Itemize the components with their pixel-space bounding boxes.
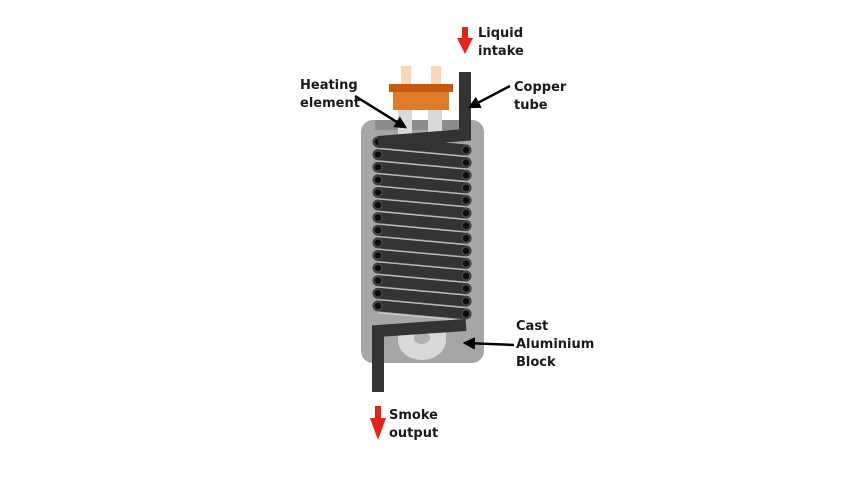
coil-turn	[372, 275, 472, 295]
tube-end-hole	[462, 146, 470, 154]
label-smoke-output: Smoke output	[389, 407, 438, 443]
label-line: Block	[516, 355, 556, 370]
coil-gap-highlight	[377, 161, 467, 171]
tube-end-hole	[374, 201, 382, 209]
label-line: Smoke	[389, 408, 438, 423]
coil-gap-highlight	[377, 299, 467, 309]
label-liquid-intake: Liquid intake	[478, 25, 524, 61]
coil-gap-highlight	[377, 261, 467, 271]
copper-tube-pointer	[467, 84, 511, 109]
coil-turn	[372, 149, 472, 169]
coil-turn	[372, 237, 472, 257]
tube-end-hole	[374, 277, 382, 284]
tube-end-hole	[462, 222, 470, 229]
tube-end-hole	[462, 197, 470, 204]
label-line: tube	[514, 98, 548, 113]
tube-end-hole	[374, 176, 382, 183]
tube-end-hole	[374, 252, 382, 259]
tube-end-hole	[462, 298, 470, 305]
copper-tube-outlet	[372, 319, 467, 392]
tube-end-hole	[374, 164, 382, 171]
smoke-output-arrow	[370, 406, 386, 440]
tube-end-hole	[462, 159, 470, 166]
label-line: element	[300, 96, 360, 111]
coil-gap-highlight	[377, 274, 467, 284]
label-line: Liquid	[478, 26, 524, 41]
coil-turn	[372, 287, 472, 307]
coil-gap-highlight	[377, 198, 467, 208]
coil-gap-highlight	[377, 287, 467, 297]
coil-turn	[372, 161, 472, 181]
aluminium-block-pointer	[462, 337, 515, 350]
coil-turn	[372, 212, 472, 232]
coil-turn	[372, 249, 472, 269]
block-top-band	[375, 120, 470, 130]
coil-turn	[372, 224, 472, 244]
label-line: Aluminium	[516, 337, 595, 352]
tube-end-hole	[374, 264, 382, 272]
connector-cap	[389, 84, 453, 92]
tube-end-hole	[374, 227, 382, 234]
tube-end-hole	[462, 172, 470, 179]
tube-end-hole	[462, 272, 470, 280]
tube-end-hole	[462, 209, 470, 217]
coil-gap-highlight	[377, 236, 467, 246]
tube-end-hole	[374, 302, 382, 309]
tube-end-hole	[462, 310, 470, 317]
tube-end-hole	[374, 214, 382, 221]
tube-end-hole	[462, 235, 470, 242]
tube-end-hole	[462, 247, 470, 254]
label-cast-aluminium-block: Cast Aluminium Block	[516, 318, 594, 372]
coil-turn	[372, 300, 472, 320]
connector-pin-right	[431, 66, 441, 86]
heater-cutout	[398, 330, 446, 360]
connector-pin-left	[401, 66, 411, 86]
coil-gap-highlight	[377, 224, 467, 234]
tube-end-hole	[374, 290, 382, 297]
coil-gap-highlight	[377, 186, 467, 196]
label-line: output	[389, 426, 439, 441]
label-copper-tube: Copper tube	[514, 79, 566, 115]
label-heating-element: Heating element	[300, 77, 360, 113]
label-line: Cast	[516, 319, 549, 334]
label-line: Copper	[514, 80, 567, 95]
coil-turn	[372, 186, 472, 206]
coil-gap-highlight	[377, 211, 467, 221]
coil-gap-highlight	[377, 312, 467, 322]
liquid-intake-arrow	[457, 27, 473, 54]
tube-end-hole	[374, 239, 382, 246]
coil-turn	[372, 262, 472, 282]
tube-end-hole	[462, 285, 470, 292]
heating-element-pointer	[354, 94, 408, 129]
tube-end-hole	[462, 260, 470, 267]
connector-body	[393, 92, 449, 110]
tube-end-hole	[462, 184, 470, 191]
coil-gap-highlight	[377, 249, 467, 259]
tube-end-hole	[374, 151, 382, 158]
coil-turn	[372, 199, 472, 219]
coil-gap-highlight	[377, 148, 467, 158]
label-line: Heating	[300, 78, 358, 93]
heater-rod-right	[428, 110, 442, 135]
label-line: intake	[478, 44, 524, 59]
tube-end-hole	[374, 189, 382, 196]
coil-gap-highlight	[377, 173, 467, 183]
coil-turn	[372, 174, 472, 194]
copper-tube-inlet	[377, 72, 471, 148]
heater-cutout-hole	[414, 332, 430, 344]
